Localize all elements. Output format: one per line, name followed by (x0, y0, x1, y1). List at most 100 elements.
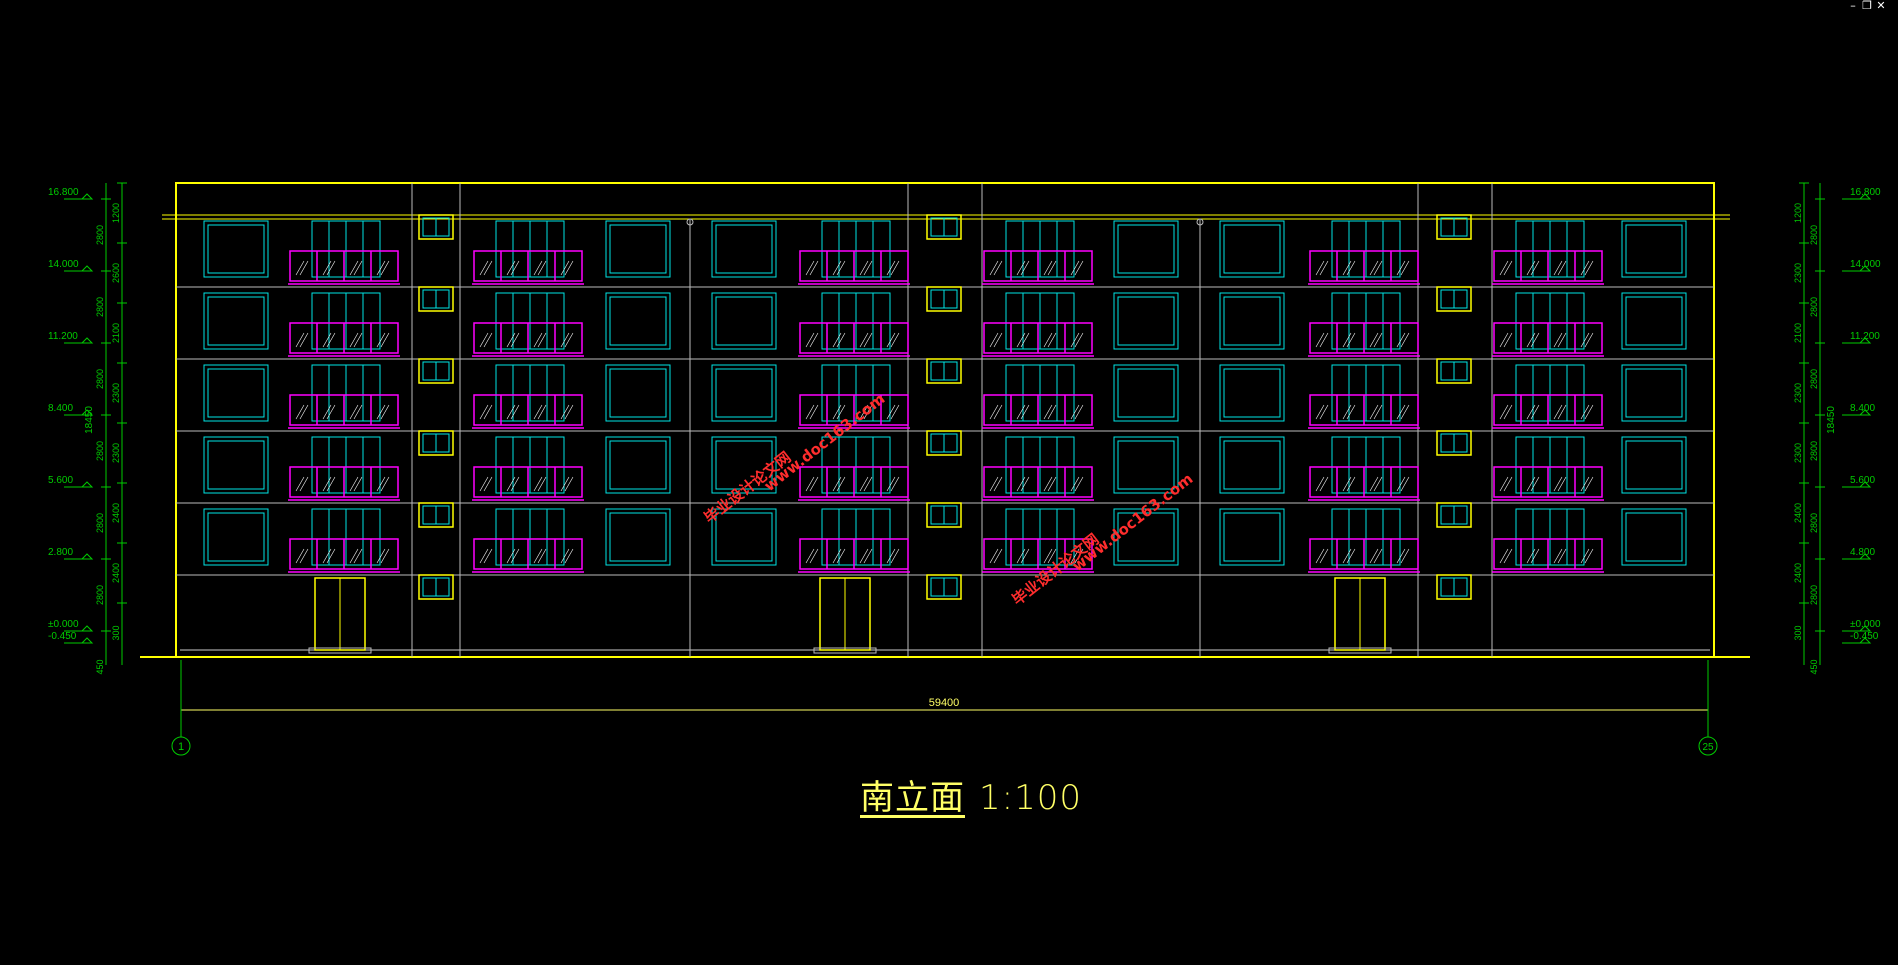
window (711, 292, 777, 350)
window-frame (1621, 436, 1687, 494)
glass-hatch (890, 476, 900, 492)
dimension-label: 2800 (95, 513, 105, 533)
elevation-label: -0.450 (48, 631, 77, 642)
balcony (1308, 292, 1420, 357)
glass-hatch (322, 404, 332, 420)
stair-window (418, 430, 454, 456)
glass-hatch (1530, 260, 1540, 276)
glass-hatch (299, 404, 309, 420)
window (1113, 292, 1179, 350)
elevation-label: 14.000 (1850, 259, 1881, 270)
balcony (472, 292, 584, 357)
dimension-label: 2800 (1809, 297, 1819, 317)
balcony (982, 436, 1094, 501)
grid-end-label: 25 (1702, 742, 1714, 753)
glass-hatch (353, 404, 363, 420)
glass-hatch (1526, 332, 1536, 348)
glass-hatch (1580, 404, 1590, 420)
glass-hatch (1369, 548, 1379, 564)
glass-hatch (1526, 404, 1536, 420)
glass-hatch (560, 548, 570, 564)
glass-hatch (376, 404, 386, 420)
glass-hatch (353, 548, 363, 564)
glass-hatch (1526, 260, 1536, 276)
window-frame (605, 220, 671, 278)
balcony (1308, 364, 1420, 429)
elevation-label: 8.400 (1850, 403, 1875, 414)
glass-hatch (1526, 476, 1536, 492)
window-frame (605, 436, 671, 494)
glass-hatch (859, 260, 869, 276)
glass-hatch (1074, 548, 1084, 564)
glass-hatch (1346, 404, 1356, 420)
window (203, 508, 269, 566)
glass-hatch (809, 332, 819, 348)
glass-hatch (299, 476, 309, 492)
glass-hatch (1070, 332, 1080, 348)
glass-hatch (1319, 476, 1329, 492)
entrance-step (813, 647, 877, 654)
glass-hatch (1047, 548, 1057, 564)
elevation-label: -0.450 (1850, 631, 1879, 642)
close-icon[interactable]: ✕ (1876, 0, 1886, 12)
entrance-step (1328, 647, 1392, 654)
balcony (1492, 364, 1604, 429)
stair-window (926, 286, 962, 312)
dimension-label: 2600 (111, 263, 121, 283)
glass-hatch (1342, 476, 1352, 492)
grid-axis-start[interactable]: 1 (171, 736, 191, 756)
glass-hatch (1580, 260, 1590, 276)
glass-hatch (1530, 548, 1540, 564)
glass-hatch (560, 332, 570, 348)
glass-hatch (1047, 476, 1057, 492)
grid-axis-end[interactable]: 25 (1698, 736, 1718, 756)
glass-hatch (537, 476, 547, 492)
glass-hatch (1319, 404, 1329, 420)
balcony (472, 220, 584, 285)
glass-hatch (479, 260, 489, 276)
glass-hatch (1043, 476, 1053, 492)
window-inner (1625, 368, 1683, 418)
elevation-label: 8.400 (48, 403, 73, 414)
window (711, 220, 777, 278)
minimize-icon[interactable]: – (1850, 0, 1856, 12)
window-frame (711, 508, 777, 566)
glass-hatch (1346, 476, 1356, 492)
window-inner (207, 224, 265, 274)
drawing-scale: 1:100 (979, 778, 1082, 818)
glass-hatch (479, 476, 489, 492)
glass-hatch (1557, 548, 1567, 564)
dimension-annotations: 16.80014.00011.2008.4005.6002.800±0.000-… (48, 182, 1881, 737)
window-inner (609, 368, 667, 418)
restore-icon[interactable]: ❐ (1862, 0, 1872, 12)
glass-hatch (1503, 332, 1513, 348)
glass-hatch (1557, 404, 1567, 420)
glass-hatch (326, 404, 336, 420)
dimension-label: 2300 (111, 443, 121, 463)
stair-window-frame (1436, 214, 1472, 240)
glass-hatch (1342, 548, 1352, 564)
glass-hatch (483, 404, 493, 420)
window-inner (715, 440, 773, 490)
glass-hatch (1499, 260, 1509, 276)
glass-hatch (1074, 404, 1084, 420)
glass-hatch (349, 476, 359, 492)
window-controls: –❐ ✕ (1846, 0, 1888, 12)
balcony (1492, 292, 1604, 357)
elevation-label: 5.600 (1850, 475, 1875, 486)
glass-hatch (564, 404, 574, 420)
elevation-triangle (80, 409, 94, 416)
glass-hatch (533, 548, 543, 564)
glass-hatch (1047, 332, 1057, 348)
glass-hatch (299, 332, 309, 348)
window (1621, 436, 1687, 494)
glass-hatch (533, 404, 543, 420)
glass-hatch (1369, 332, 1379, 348)
grid-start-label: 1 (178, 741, 184, 753)
glass-hatch (483, 476, 493, 492)
dimension-label: 2800 (95, 297, 105, 317)
glass-hatch (832, 260, 842, 276)
glass-hatch (832, 332, 842, 348)
dimension-label: 2300 (1793, 383, 1803, 403)
glass-hatch (886, 404, 896, 420)
